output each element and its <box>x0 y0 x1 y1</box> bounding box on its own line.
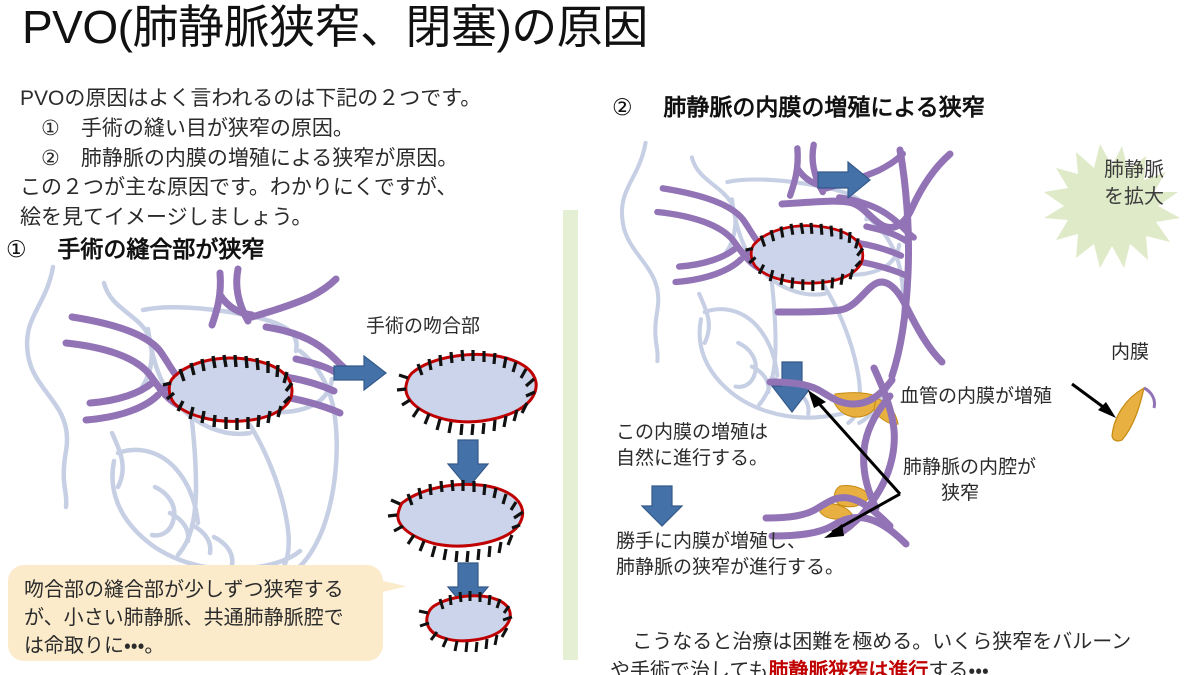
lesion-shape-stage-2 <box>387 479 524 563</box>
section-2-heading: ② 肺静脈の内膜の増殖による狭窄 <box>612 88 985 122</box>
arrow-down-icon-1 <box>446 439 490 489</box>
arrow-right-icon <box>333 354 387 392</box>
magnify-callout-group <box>770 144 1180 413</box>
stenosis-progression-sequence <box>333 349 538 653</box>
intima-pointer-arrow <box>1071 382 1116 418</box>
intima-sample-icon <box>1111 386 1156 442</box>
label-anastomosis: 手術の吻合部 <box>366 316 481 337</box>
section-1-label: 手術の縫合部が狭窄 <box>57 236 265 262</box>
conclusion-paragraph: こうなると治療は困難を極める。いくら狭窄をバルーン や手術で治しても肺静脈狭窄は… <box>610 600 1195 675</box>
stenotic-vein-diagram <box>762 364 910 548</box>
lesion-shape-heart-right <box>745 222 865 292</box>
left-heart-diagram <box>24 264 352 578</box>
lesion-shape-heart <box>162 354 294 430</box>
arrow-down-icon-right-column <box>640 485 684 527</box>
lesion-shape-stage-1 <box>396 349 538 436</box>
pointer-arrow-icon <box>812 396 902 534</box>
conclusion-part-2: する・・・ <box>928 659 989 675</box>
conclusion-emphasis: 肺静脈狭窄は進行 <box>768 659 929 675</box>
label-intima: 内膜 <box>1111 342 1150 363</box>
section-1-number: ① <box>6 236 27 262</box>
section-2-number: ② <box>612 94 633 120</box>
section-1-heading: ① 手術の縫合部が狭窄 <box>6 230 264 264</box>
callout-text: 吻合部の縫合部が少しずつ狭窄する が、小さい肺静脈、共通肺静脈腔で は命取りに・… <box>24 579 344 657</box>
label-intima-growth: 血管の内膜が増殖 <box>900 386 1053 407</box>
conclusion-part-1: こうなると治療は困難を極める。いくら狭窄をバルーン や手術で治しても <box>610 631 1132 675</box>
arrow-right-icon-magnify <box>817 160 871 200</box>
label-natural-progress: この内膜の増殖は 自然に進行する。 <box>616 422 769 469</box>
vertical-divider <box>563 210 578 660</box>
section-2-label: 肺静脈の内膜の増殖による狭窄 <box>663 94 985 120</box>
label-auto-growth: 勝手に内膜が増殖し、 肺静脈の狭窄が進行する。 <box>616 531 845 578</box>
lesion-shape-stage-3 <box>418 591 513 653</box>
callout-bubble: 吻合部の縫合部が少しずつ狭窄する が、小さい肺静脈、共通肺静脈腔で は命取りに・… <box>8 565 383 661</box>
burst-star-icon <box>1044 144 1180 268</box>
intro-paragraph: PVOの原因はよく言われるのは下記の２つです。 ① 手術の縫い目が狭窄の原因。 … <box>20 87 482 230</box>
arrow-down-icon-magnify <box>770 361 814 413</box>
burst-label: 肺静脈 を拡大 <box>1104 159 1164 208</box>
label-lumen-stenosis: 肺静脈の内腔が 狭窄 <box>903 457 1037 504</box>
page-title: PVO(肺静脈狭窄、閉塞)の原因 <box>22 1 648 53</box>
